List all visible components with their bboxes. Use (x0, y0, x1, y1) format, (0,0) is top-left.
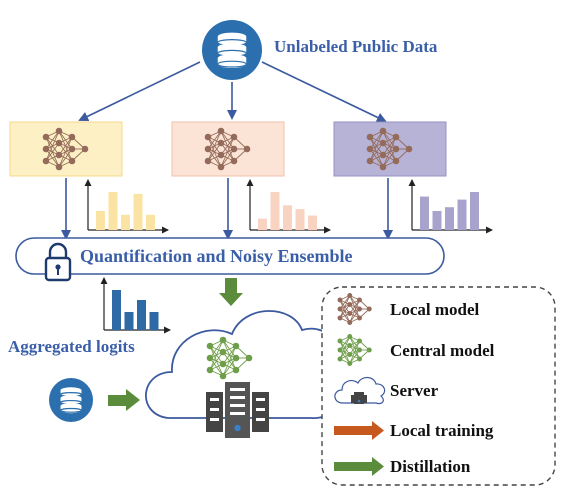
source-label: Unlabeled Public Data (274, 37, 438, 56)
local-data-database-icon (49, 378, 93, 422)
arrow-to-client-3 (261, 61, 387, 123)
legend-local-model-icon (337, 293, 372, 325)
lock-icon (44, 242, 72, 282)
client-1-logits-chart-bar-1 (96, 211, 105, 230)
legend-local-model: Local model (390, 300, 480, 319)
client-to-ensemble-arrows (61, 178, 393, 240)
client-1-logits-chart (84, 179, 169, 234)
client-3-logits-chart-bar-3 (445, 207, 454, 230)
legend-distillation-arrow (334, 457, 384, 476)
distillation-arrow-right (108, 389, 140, 411)
client-3-logits-chart (408, 179, 493, 234)
central-model-icon (206, 336, 253, 380)
client-3 (333, 121, 493, 234)
client-3-box (333, 121, 447, 177)
client-2-logits-chart-bar-2 (270, 192, 280, 230)
client-2-logits-chart (246, 179, 331, 234)
data-distribution-arrows (78, 61, 387, 123)
client-3-local-model-icon (366, 127, 413, 171)
legend-server: Server (390, 381, 439, 400)
client-3-logits-chart-bar-4 (457, 199, 467, 230)
client-models (9, 121, 493, 234)
legend-central-model: Central model (390, 341, 495, 360)
client-3-logits-chart-bar-1 (420, 196, 429, 230)
server-cloud (145, 310, 343, 438)
client-2 (171, 121, 331, 234)
aggregated-logits-bar-2 (124, 312, 134, 330)
client-1-logits-chart-bar-4 (133, 193, 143, 230)
client-1 (9, 121, 169, 234)
client-1-local-model-icon (42, 127, 89, 171)
legend-icons (334, 293, 386, 476)
legend-box (321, 286, 556, 486)
arrow-to-client-1 (78, 61, 201, 122)
ensemble-box (15, 237, 445, 275)
aggregated-logits-bar-4 (149, 312, 159, 330)
aggregated-logits-bar-1 (112, 290, 121, 330)
client-2-logits-chart-bar-1 (258, 218, 267, 230)
legend-local-training-arrow (334, 421, 384, 440)
client-2-logits-chart-bar-3 (283, 205, 292, 230)
aggregated-logits-chart (100, 277, 171, 334)
legend-server-icon (334, 376, 386, 405)
client-1-logits-chart-bar-5 (146, 214, 155, 230)
ensemble-label: Quantification and Noisy Ensemble (80, 246, 353, 266)
client-2-logits-chart-bar-4 (295, 209, 305, 230)
client-3-logits-chart-bar-5 (470, 192, 479, 230)
aggregated-label: Aggregated logits (8, 337, 135, 356)
legend-local-training: Local training (390, 421, 494, 440)
aggregated-logits-bar-3 (137, 300, 146, 330)
client-1-logits-chart-bar-3 (121, 214, 130, 230)
public-data-database-icon (202, 20, 262, 80)
client-1-box (9, 121, 123, 177)
aggregated-logits (100, 277, 171, 334)
server-icon (206, 382, 269, 438)
client-2-local-model-icon (204, 127, 251, 171)
client-3-logits-chart-bar-2 (432, 211, 442, 230)
legend-distillation: Distillation (390, 457, 471, 476)
client-2-box (171, 121, 285, 177)
client-2-logits-chart-bar-5 (308, 215, 317, 230)
distillation-arrow-down (219, 278, 243, 306)
legend-central-model-icon (337, 334, 372, 366)
client-1-logits-chart-bar-2 (108, 192, 118, 230)
